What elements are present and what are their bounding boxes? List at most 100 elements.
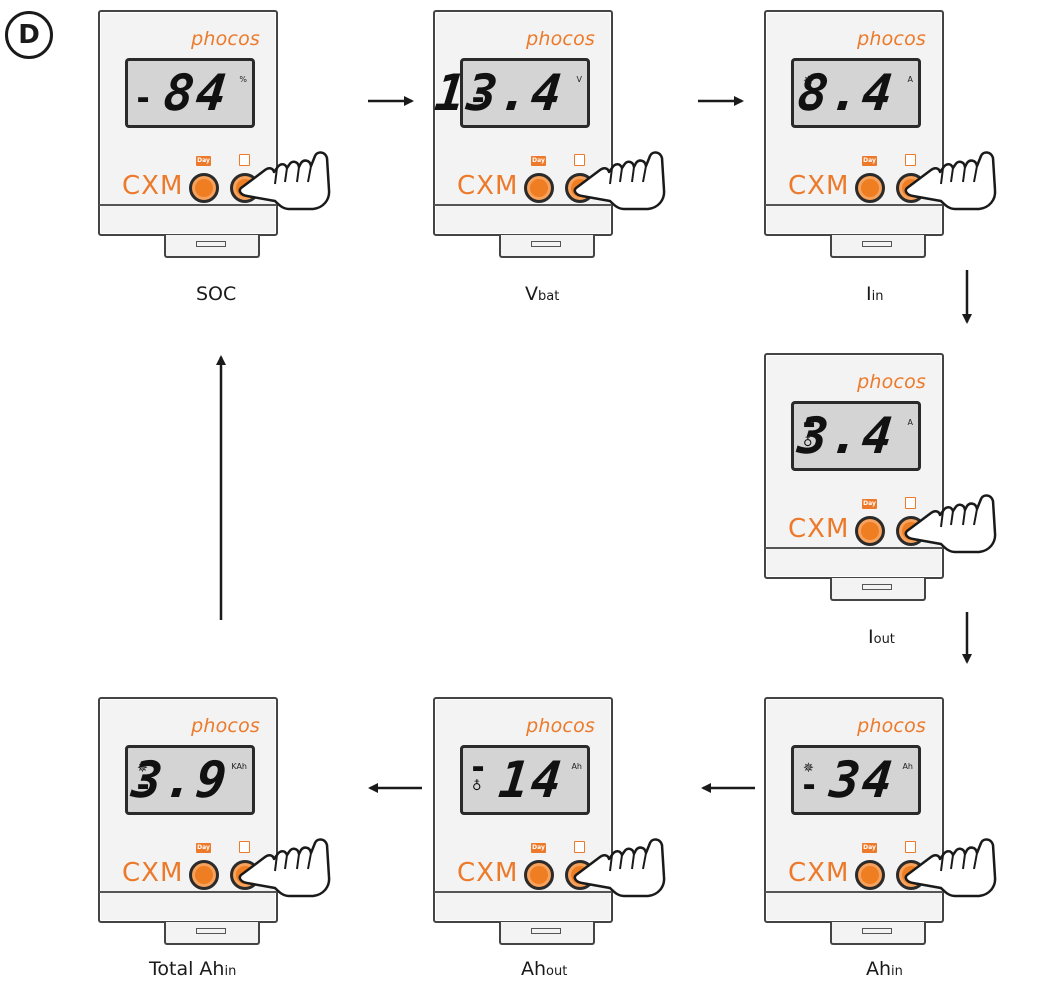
lcd-indicator-icon: ▬ [472, 92, 485, 107]
brand-logo: phocos [857, 28, 926, 50]
pointing-hand-icon [904, 838, 997, 898]
menu-doc-icon [574, 154, 585, 166]
model-label: CXM [122, 171, 184, 201]
lcd-indicator-icon: ✵ [137, 761, 148, 776]
day-button-label: Day [862, 843, 877, 853]
lcd-unit: KAh [231, 762, 247, 771]
lcd-value: 3.4 [794, 407, 898, 465]
lcd-display: ▬ ♁ 14 Ah [460, 745, 590, 815]
brand-logo: phocos [191, 28, 260, 50]
caption-vbat: Vbat [525, 283, 560, 305]
device-body: phocos ✵ ▬ 34 Ah CXM Day [764, 697, 997, 923]
lcd-value: 13.4 [431, 64, 567, 122]
menu-doc-icon [239, 154, 250, 166]
day-button[interactable] [524, 173, 554, 203]
menu-doc-icon [905, 154, 916, 166]
lcd-indicator-icon: ♁ [803, 435, 813, 450]
day-button[interactable] [855, 173, 885, 203]
lcd-value: 84 [160, 64, 232, 122]
caption-ahin: Ahin [866, 958, 903, 980]
lcd-display: ▬ 13.4 V [432, 58, 590, 128]
mounting-tab [830, 922, 926, 945]
lcd-indicator-icon: ▬ [137, 779, 150, 794]
day-button[interactable] [855, 860, 885, 890]
brand-logo: phocos [857, 715, 926, 737]
brand-logo: phocos [857, 371, 926, 393]
device-unit-iout: phocos ▬ ♁ 3.4 A CXM Day [764, 353, 997, 621]
device-unit-ahout: phocos ▬ ♁ 14 Ah CXM Day [433, 697, 666, 965]
lcd-display: ▬ 84 % [125, 58, 255, 128]
pointing-hand-icon [238, 838, 331, 898]
caption-iin: Iin [866, 283, 884, 305]
lcd-unit: Ah [902, 762, 913, 771]
menu-doc-icon [905, 841, 916, 853]
device-body: phocos ▬ 84 % CXM Day [98, 10, 331, 236]
mounting-tab [830, 235, 926, 258]
device-body: phocos ✵ ▬ 3.9 KAh CXM Day [98, 697, 331, 923]
mounting-tab [164, 235, 260, 258]
model-label: CXM [457, 858, 519, 888]
day-button-label: Day [862, 156, 877, 166]
device-body: phocos ✵ ▁ 8.4 A CXM Day [764, 10, 997, 236]
day-button[interactable] [189, 173, 219, 203]
day-button-label: Day [531, 843, 546, 853]
lcd-value: 34 [826, 751, 898, 809]
lcd-unit: A [907, 75, 913, 84]
pointing-hand-icon [573, 151, 666, 211]
day-button[interactable] [855, 516, 885, 546]
device-unit-totalahin: phocos ✵ ▬ 3.9 KAh CXM Day [98, 697, 331, 965]
device-body: phocos ▬ ♁ 3.4 A CXM Day [764, 353, 997, 579]
lcd-indicator-icon: ▬ [137, 92, 150, 107]
mounting-tab [499, 235, 595, 258]
day-button-label: Day [196, 156, 211, 166]
day-button[interactable] [189, 860, 219, 890]
menu-doc-icon [574, 841, 585, 853]
lcd-display: ✵ ▁ 8.4 A [791, 58, 921, 128]
lcd-indicator-icon: ▬ [803, 417, 816, 432]
step-badge: D [5, 11, 53, 59]
lcd-display: ✵ ▬ 34 Ah [791, 745, 921, 815]
pointing-hand-icon [573, 838, 666, 898]
caption-soc: SOC [196, 283, 237, 305]
lcd-display: ✵ ▬ 3.9 KAh [125, 745, 255, 815]
lcd-value: 3.9 [128, 751, 232, 809]
mounting-tab [499, 922, 595, 945]
device-body: phocos ▬ ♁ 14 Ah CXM Day [433, 697, 666, 923]
pointing-hand-icon [238, 151, 331, 211]
lcd-unit: V [576, 75, 582, 84]
lcd-indicator-icon: ♁ [472, 779, 482, 794]
menu-doc-icon [905, 497, 916, 509]
model-label: CXM [122, 858, 184, 888]
device-body: phocos ▬ 13.4 V CXM Day [432, 10, 666, 236]
pointing-hand-icon [904, 494, 997, 554]
lcd-indicator-icon: ▁ [803, 92, 813, 107]
caption-totalahin: Total Ahin [149, 958, 237, 980]
device-unit-iin: phocos ✵ ▁ 8.4 A CXM Day [764, 10, 997, 278]
pointing-hand-icon [904, 151, 997, 211]
day-button[interactable] [524, 860, 554, 890]
lcd-indicator-icon: ▬ [472, 761, 485, 776]
device-unit-soc: phocos ▬ 84 % CXM Day [98, 10, 331, 278]
lcd-unit: A [907, 418, 913, 427]
caption-ahout: Ahout [521, 958, 568, 980]
mounting-tab [164, 922, 260, 945]
device-unit-vbat: phocos ▬ 13.4 V CXM Day [432, 10, 666, 278]
menu-doc-icon [239, 841, 250, 853]
brand-logo: phocos [526, 715, 595, 737]
lcd-value: 14 [495, 751, 567, 809]
lcd-unit: Ah [571, 762, 582, 771]
day-button-label: Day [196, 843, 211, 853]
model-label: CXM [788, 514, 850, 544]
model-label: CXM [788, 171, 850, 201]
day-button-label: Day [862, 499, 877, 509]
lcd-indicator-icon: ✵ [803, 74, 814, 89]
lcd-indicator-icon: ▬ [803, 779, 816, 794]
day-button-label: Day [531, 156, 546, 166]
device-unit-ahin: phocos ✵ ▬ 34 Ah CXM Day [764, 697, 997, 965]
lcd-display: ▬ ♁ 3.4 A [791, 401, 921, 471]
mounting-tab [830, 578, 926, 601]
caption-iout: Iout [868, 626, 895, 648]
lcd-unit: % [239, 75, 247, 84]
model-label: CXM [788, 858, 850, 888]
